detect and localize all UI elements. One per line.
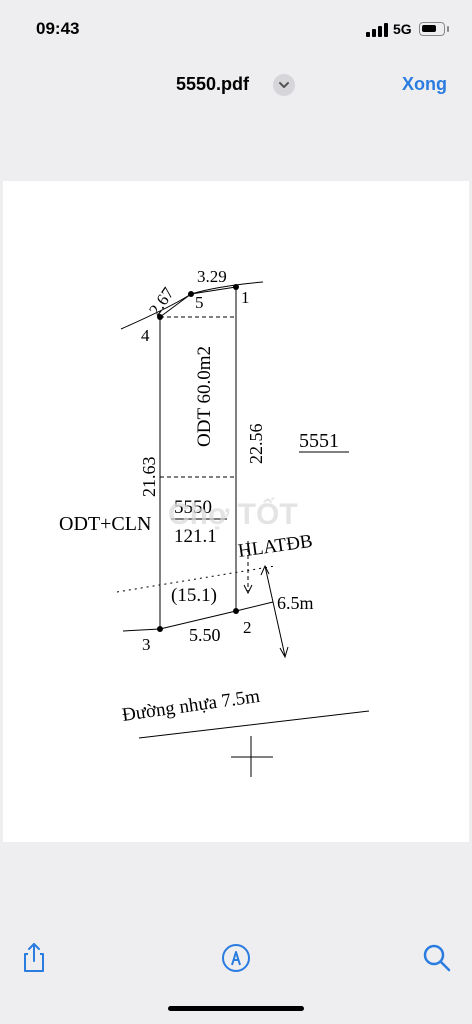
status-bar: 09:43 5G — [0, 0, 472, 60]
battery-icon — [419, 22, 445, 36]
vertex-5 — [188, 291, 194, 297]
boundary-arrow-head — [243, 584, 253, 595]
hlatdb-dotted-line — [116, 565, 276, 593]
share-icon[interactable] — [17, 940, 51, 974]
home-indicator[interactable] — [168, 1006, 304, 1011]
vertex-4 — [157, 314, 163, 320]
document-title[interactable]: 5550.pdf — [176, 74, 250, 94]
nav-bar: 5550.pdf Xong — [0, 60, 472, 110]
setback-arrow-bottom — [279, 646, 289, 659]
label-boundary: HLATĐB — [237, 531, 314, 562]
status-time: 09:43 — [36, 19, 80, 38]
label-area-odt: ODT 60.0m2 — [194, 346, 215, 447]
road-edge-line — [138, 710, 370, 739]
done-button[interactable]: Xong — [402, 74, 447, 94]
label-point-1: 1 — [241, 288, 250, 307]
label-side-right: 22.56 — [246, 424, 266, 465]
label-side-left: 21.63 — [139, 457, 159, 498]
bottom-toolbar — [0, 930, 472, 990]
label-point-5: 5 — [195, 293, 204, 312]
label-neighbor-parcel: 5551 — [299, 430, 339, 452]
vertex-3 — [157, 626, 163, 632]
search-icon[interactable] — [420, 940, 454, 974]
label-side-top-right: 3.29 — [197, 267, 227, 286]
setback-arrow-top — [260, 564, 270, 576]
label-road: Đường nhựa 7.5m — [121, 686, 262, 726]
edge-3-2-line — [159, 610, 237, 630]
label-point-2: 2 — [243, 618, 252, 637]
edge-5-1-line — [190, 286, 237, 295]
label-parcel-area: 121.1 — [174, 526, 217, 547]
network-type: 5G — [393, 21, 412, 37]
vertex-2 — [233, 608, 239, 614]
label-setback-area: (15.1) — [171, 585, 217, 606]
pdf-page[interactable]: 2.67 3.29 1 5 4 ODT 60.0m2 22.56 21.63 5… — [3, 181, 469, 842]
label-side-bottom: 5.50 — [189, 625, 221, 645]
battery-tip — [447, 26, 449, 32]
label-point-3: 3 — [142, 635, 151, 654]
chevron-down-icon[interactable] — [273, 74, 295, 96]
bottom-right-extension-line — [235, 601, 274, 612]
label-point-4: 4 — [141, 326, 150, 345]
vertex-1 — [233, 284, 239, 290]
signal-bars-icon — [366, 23, 388, 37]
markup-pen-icon[interactable] — [219, 940, 253, 974]
label-setback-width: 6.5m — [277, 593, 314, 613]
label-parcel-number: 5550 — [174, 497, 212, 518]
label-land-type: ODT+CLN — [59, 513, 151, 535]
land-plot-drawing: 2.67 3.29 1 5 4 ODT 60.0m2 22.56 21.63 5… — [59, 267, 370, 777]
setback-dimension-line — [264, 565, 286, 657]
edge-4-5-line — [159, 293, 192, 318]
bottom-left-extension-line — [122, 628, 161, 632]
watermark-text: Chợ TỐT — [168, 497, 298, 531]
label-side-top-left: 2.67 — [145, 284, 178, 320]
